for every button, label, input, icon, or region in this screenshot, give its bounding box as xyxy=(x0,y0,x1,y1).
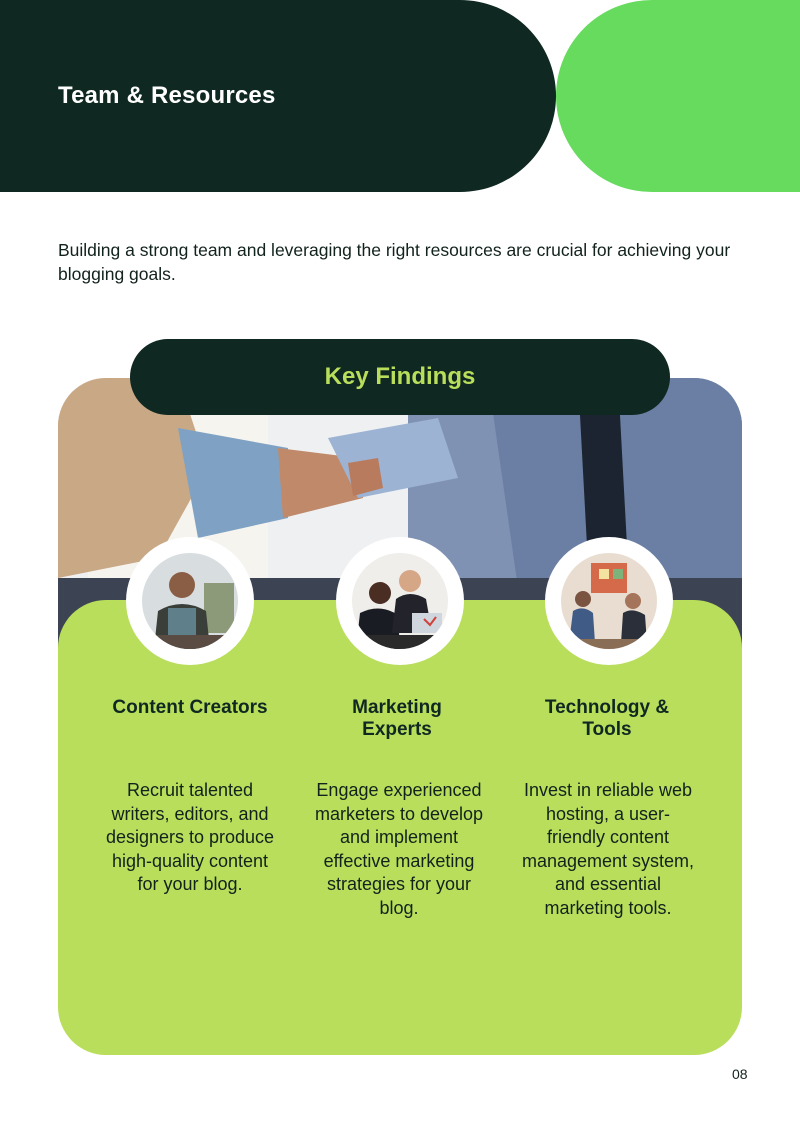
key-findings-card xyxy=(58,600,742,1055)
column-title-technology-tools: Technology & Tools xyxy=(544,697,670,740)
page-title: Team & Resources xyxy=(58,82,276,109)
content-creator-avatar xyxy=(126,537,254,665)
technology-avatar xyxy=(545,537,673,665)
key-findings-title: Key Findings xyxy=(324,363,476,390)
key-findings-header: Key Findings xyxy=(130,339,670,415)
column-body-marketing-experts: Engage experienced marketers to develop … xyxy=(314,780,484,918)
column-body-content-creators: Recruit talented writers, editors, and d… xyxy=(105,780,275,894)
header-dark-banner xyxy=(0,0,556,192)
page-number: 08 xyxy=(732,1066,748,1082)
header-green-accent xyxy=(556,0,800,192)
marketing-expert-avatar xyxy=(336,537,464,665)
column-body-technology-tools: Invest in reliable web hosting, a user-f… xyxy=(521,780,695,918)
column-title-marketing-experts: Marketing Experts xyxy=(352,697,442,740)
column-title-content-creators: Content Creators xyxy=(112,697,268,718)
intro-paragraph: Building a strong team and leveraging th… xyxy=(58,240,731,284)
